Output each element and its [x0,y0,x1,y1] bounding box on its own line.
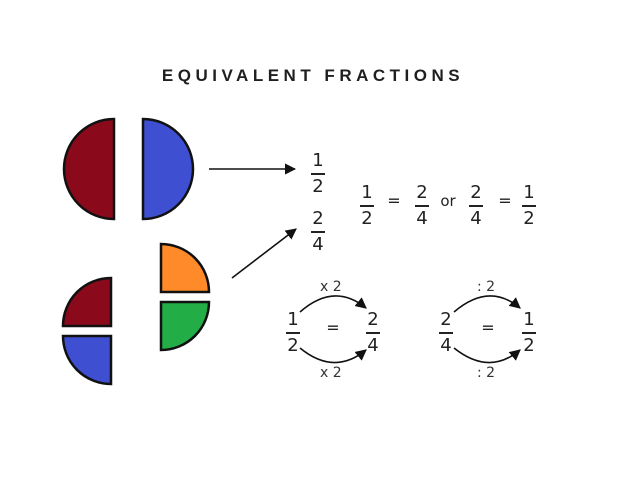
multiply-top-label: x 2 [320,279,342,295]
divide-bottom-label: : 2 [477,365,496,381]
numerator: 2 [440,309,452,330]
fraction-bar [415,205,429,207]
numerator: 1 [523,182,535,203]
or-word: or [440,192,456,210]
fraction-two-quarters: 2 4 [308,208,328,256]
divide-top-arc [453,295,521,313]
denominator: 4 [470,207,482,229]
divide-to-fraction: 1 2 [519,309,539,357]
denominator: 4 [367,334,379,356]
divide-bottom-arc [453,347,521,364]
numerator: 2 [312,208,324,229]
denominator: 2 [312,175,324,197]
multiply-bottom-label: x 2 [320,365,342,381]
fraction-bar [286,332,300,334]
fraction-bar [311,231,325,233]
fraction-bar [311,173,325,175]
denominator: 4 [440,334,452,356]
multiply-from-fraction: 1 2 [283,309,303,357]
equals-sign: = [481,318,495,337]
green-quarter-circle [159,300,211,352]
denominator: 2 [361,207,373,229]
numerator: 1 [312,150,324,171]
fraction-one-half: 1 2 [308,150,328,198]
denominator: 4 [312,233,324,255]
denominator: 2 [523,207,535,229]
numerator: 1 [361,182,373,203]
fraction-bar [522,205,536,207]
fraction-bar [366,332,380,334]
blue-quarter-circle [61,334,113,386]
arrow-to-quarters [231,228,297,279]
fraction-bar [439,332,453,334]
equals-sign: = [387,191,401,210]
multiply-bottom-arc [299,347,367,364]
numerator: 2 [367,309,379,330]
divide-top-label: : 2 [477,279,496,295]
slide-title: EQUIVALENT FRACTIONS [161,66,465,85]
fraction-bar [522,332,536,334]
fraction-bar [469,205,483,207]
multiply-top-arc [299,295,367,313]
denominator: 2 [523,334,535,356]
numerator: 2 [470,182,482,203]
blue-half-circle [141,117,195,221]
equals-sign: = [326,318,340,337]
maroon-quarter-circle [61,276,113,328]
equation-right-fraction: 1 2 [519,182,539,230]
denominator: 2 [287,334,299,356]
divide-from-fraction: 2 4 [436,309,456,357]
numerator: 2 [416,182,428,203]
numerator: 1 [523,309,535,330]
multiply-to-fraction: 2 4 [363,309,383,357]
equation-middle-fraction-2: 2 4 [466,182,486,230]
orange-quarter-circle [159,242,211,294]
fraction-bar [360,205,374,207]
denominator: 4 [416,207,428,229]
numerator: 1 [287,309,299,330]
maroon-half-circle [62,117,116,221]
equation-left-fraction: 1 2 [357,182,377,230]
equals-sign: = [498,191,512,210]
equation-middle-fraction-1: 2 4 [412,182,432,230]
